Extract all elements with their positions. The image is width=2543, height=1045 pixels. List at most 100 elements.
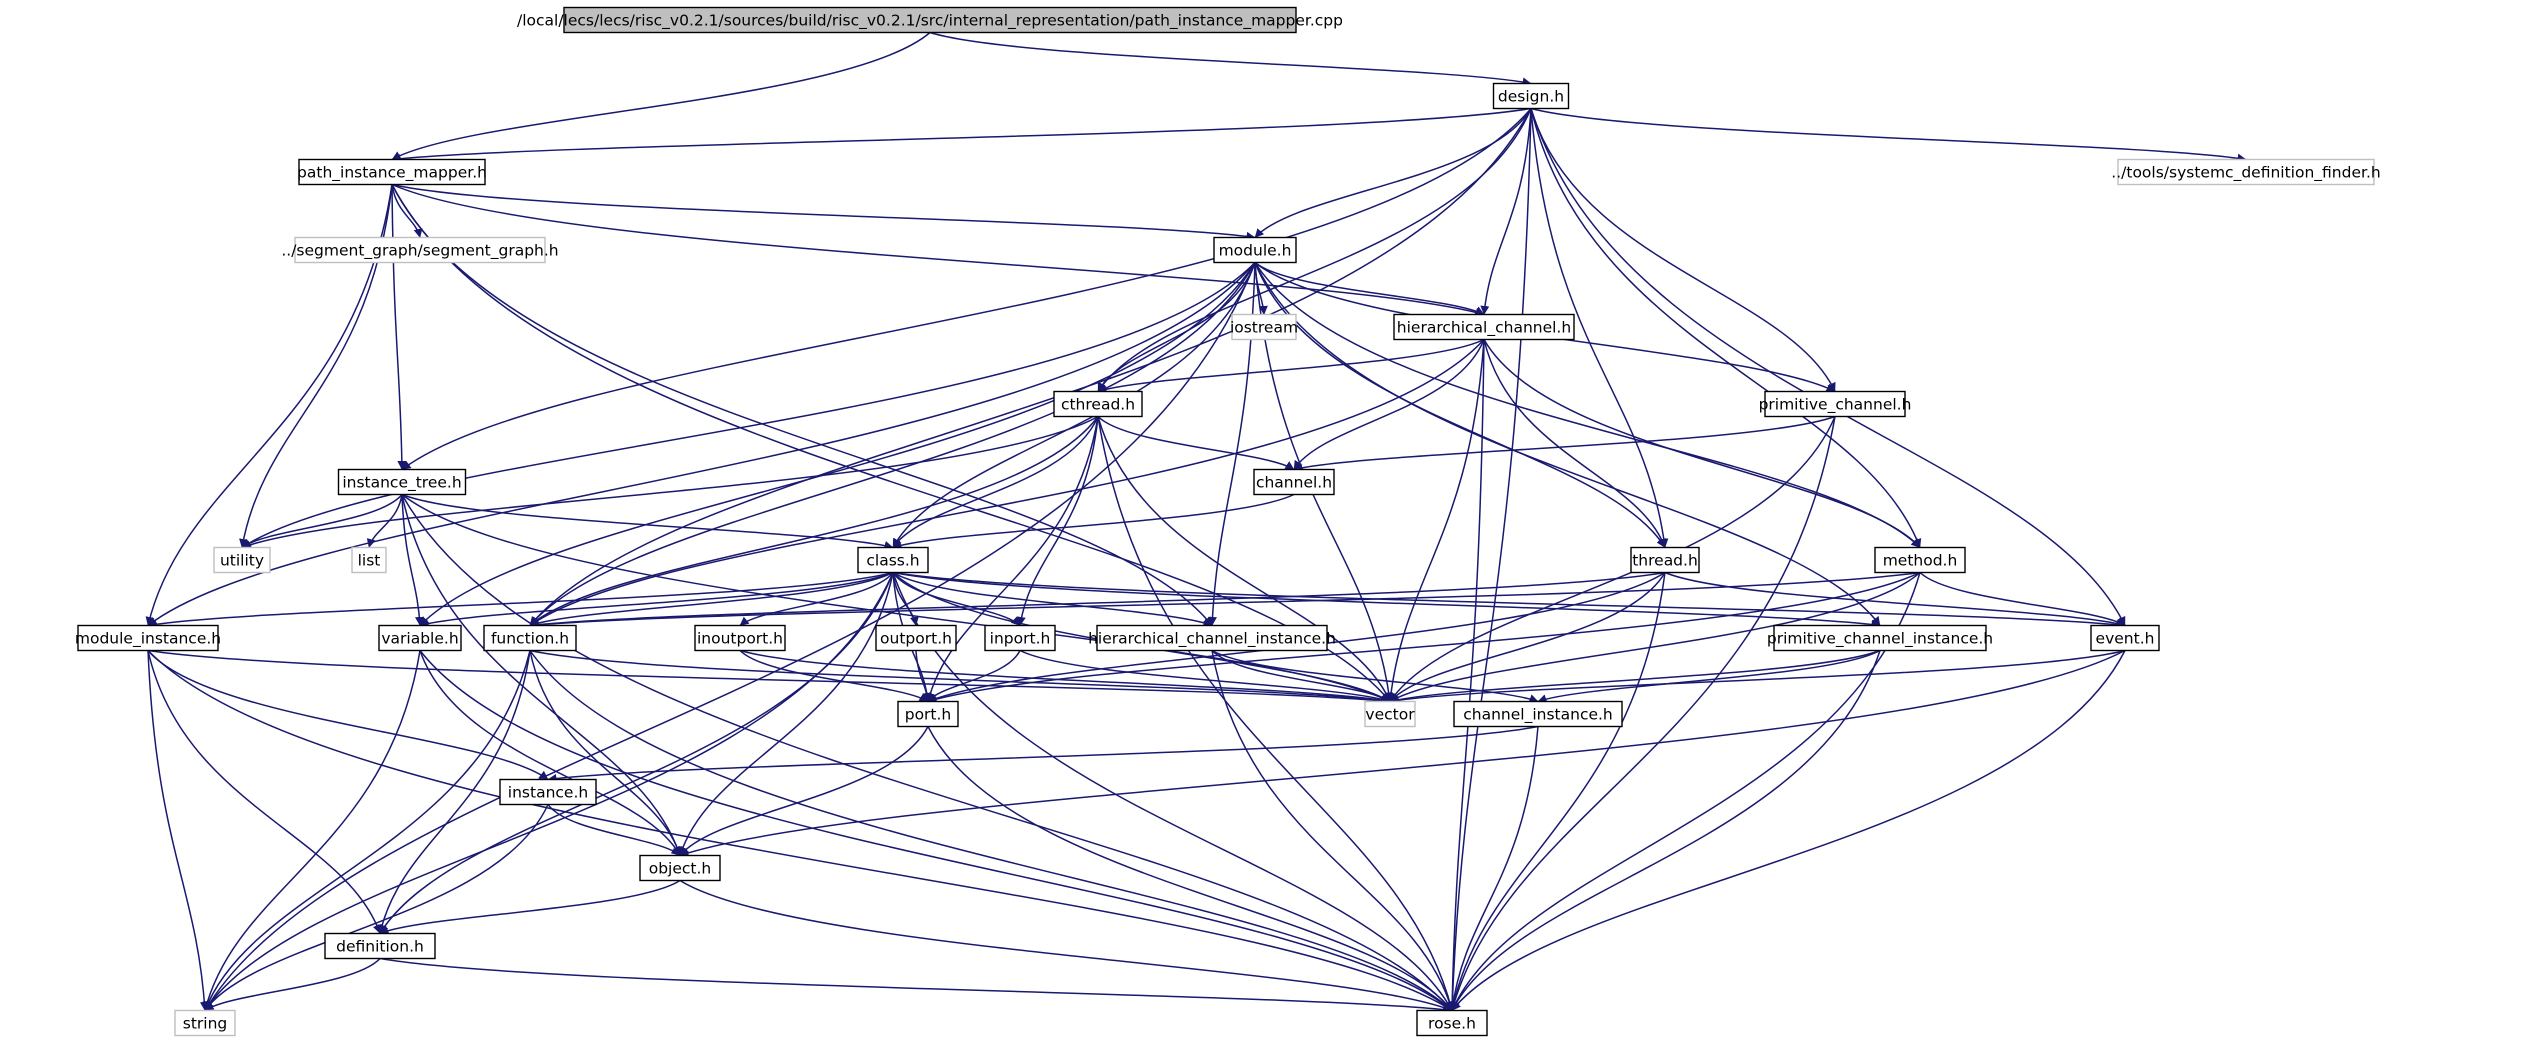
node-label: module.h bbox=[1219, 242, 1292, 260]
node-box bbox=[337, 468, 467, 496]
edge-modinst-to-definition bbox=[147, 650, 382, 934]
edge-modinst-to-vector bbox=[147, 649, 1391, 706]
node-outport[interactable]: outport.h bbox=[875, 624, 957, 652]
edge-function-to-definition bbox=[377, 650, 531, 934]
edge-event-to-vector bbox=[1389, 649, 2126, 705]
node-pim[interactable]: path_instance_mapper.h bbox=[297, 158, 487, 186]
file-nodes: /local/lecs/lecs/risc_v0.2.1/sources/bui… bbox=[75, 6, 2381, 1037]
node-box bbox=[1231, 313, 1297, 341]
node-module[interactable]: module.h bbox=[1213, 236, 1297, 264]
node-chinst[interactable]: channel_instance.h bbox=[1453, 700, 1623, 728]
node-primch[interactable]: primitive_channel.h bbox=[1759, 390, 1912, 418]
node-label: iostream bbox=[1230, 319, 1298, 337]
node-channel[interactable]: channel.h bbox=[1253, 468, 1335, 496]
edge-hierch-to-vector bbox=[1386, 339, 1485, 702]
edge-module-to-function bbox=[529, 262, 1256, 626]
node-label: channel_instance.h bbox=[1463, 706, 1613, 725]
node-label: ../segment_graph/segment_graph.h bbox=[281, 242, 558, 261]
edge-design-to-event bbox=[1530, 108, 2126, 626]
node-string: string bbox=[174, 1009, 236, 1037]
node-design[interactable]: design.h bbox=[1492, 82, 1570, 110]
edge-primch-to-rose bbox=[1449, 416, 1836, 1011]
node-label: object.h bbox=[649, 860, 712, 878]
edge-module-to-string bbox=[204, 262, 1256, 1011]
edge-thread-to-rose bbox=[1449, 572, 1666, 1011]
edge-channel-to-classh bbox=[892, 493, 1295, 550]
edge-design-to-insttree bbox=[401, 108, 1532, 471]
node-function[interactable]: function.h bbox=[483, 624, 577, 652]
node-box bbox=[875, 624, 957, 652]
edge-classh-to-variable bbox=[419, 571, 894, 628]
edge-design-to-thread bbox=[1530, 108, 1669, 548]
node-box bbox=[1364, 700, 1416, 728]
edge-pim-to-hchinst bbox=[391, 184, 1213, 626]
edge-module-to-vector bbox=[1254, 262, 1394, 702]
node-inoutport[interactable]: inoutport.h bbox=[694, 624, 786, 652]
edge-function-to-object bbox=[529, 650, 682, 856]
edge-insttree-to-variable bbox=[401, 494, 424, 626]
node-port[interactable]: port.h bbox=[897, 700, 959, 728]
node-label: instance_tree.h bbox=[342, 474, 461, 493]
edge-hchinst-to-vector bbox=[1211, 649, 1391, 703]
edge-module-to-thread bbox=[1254, 262, 1666, 548]
node-classh[interactable]: class.h bbox=[857, 546, 929, 574]
edge-pim-to-hierch bbox=[391, 183, 1485, 317]
node-definition[interactable]: definition.h bbox=[324, 932, 436, 960]
node-instance[interactable]: instance.h bbox=[499, 778, 597, 806]
node-variable[interactable]: variable.h bbox=[378, 624, 462, 652]
node-object[interactable]: object.h bbox=[639, 854, 721, 882]
edge-definition-to-string bbox=[204, 957, 381, 1012]
edge-primch-to-channel bbox=[1293, 415, 1836, 472]
edge-method-to-port bbox=[927, 571, 1921, 704]
edge-instance-to-object bbox=[547, 804, 681, 857]
node-thread[interactable]: thread.h bbox=[1630, 546, 1700, 574]
edge-thread-to-vector bbox=[1389, 572, 1666, 703]
node-inport[interactable]: inport.h bbox=[984, 624, 1056, 652]
edge-modinst-to-rose bbox=[147, 649, 1453, 1012]
edge-method-to-vector bbox=[1389, 571, 1921, 703]
edge-primch-to-vector bbox=[1389, 416, 1836, 702]
edge-design-to-hierch bbox=[1480, 108, 1532, 315]
node-box bbox=[1393, 313, 1575, 341]
edge-classh-to-definition bbox=[379, 572, 894, 934]
node-box bbox=[298, 158, 486, 186]
node-label: cthread.h bbox=[1061, 396, 1135, 414]
node-insttree[interactable]: instance_tree.h bbox=[337, 468, 467, 496]
node-method[interactable]: method.h bbox=[1874, 546, 1966, 574]
edge-variable-to-rose bbox=[419, 650, 1453, 1012]
node-box bbox=[1764, 390, 1906, 418]
node-pchinst[interactable]: primitive_channel_instance.h bbox=[1767, 624, 1993, 652]
node-label: primitive_channel_instance.h bbox=[1767, 630, 1993, 649]
node-label: method.h bbox=[1883, 552, 1958, 570]
node-hchinst[interactable]: hierarchical_channel_instance.h bbox=[1088, 624, 1336, 652]
node-label: thread.h bbox=[1632, 552, 1698, 570]
node-rose[interactable]: rose.h bbox=[1416, 1009, 1488, 1037]
edge-cthread-to-vector bbox=[1097, 416, 1391, 702]
node-sysfinder: ../tools/systemc_definition_finder.h bbox=[2111, 158, 2381, 186]
node-root[interactable]: /local/lecs/lecs/risc_v0.2.1/sources/bui… bbox=[517, 6, 1343, 34]
node-label: definition.h bbox=[336, 938, 424, 956]
edge-hierch-to-thread bbox=[1483, 339, 1667, 548]
node-box bbox=[324, 932, 436, 960]
edge-modinst-to-instance bbox=[147, 650, 549, 781]
node-box bbox=[1453, 700, 1623, 728]
node-modinst[interactable]: module_instance.h bbox=[75, 624, 221, 652]
edge-root-to-design bbox=[929, 31, 1532, 87]
edge-insttree-to-rose bbox=[401, 494, 1453, 1011]
node-hierch[interactable]: hierarchical_channel.h bbox=[1393, 313, 1575, 341]
edge-design-to-sysfinder bbox=[1530, 107, 2247, 163]
node-label: instance.h bbox=[508, 784, 588, 802]
edge-design-to-method bbox=[1530, 108, 1922, 548]
edge-design-to-pim bbox=[391, 107, 1532, 164]
node-label: event.h bbox=[2096, 630, 2155, 648]
node-event[interactable]: event.h bbox=[2090, 624, 2160, 652]
node-box bbox=[563, 6, 1297, 34]
edge-insttree-to-object bbox=[401, 494, 682, 856]
edge-modinst-to-string bbox=[147, 650, 209, 1011]
edge-variable-to-object bbox=[419, 650, 681, 856]
edge-object-to-rose bbox=[679, 879, 1453, 1012]
node-cthread[interactable]: cthread.h bbox=[1053, 390, 1143, 418]
edge-inoutport-to-vector bbox=[739, 649, 1391, 705]
node-label: variable.h bbox=[381, 630, 458, 648]
